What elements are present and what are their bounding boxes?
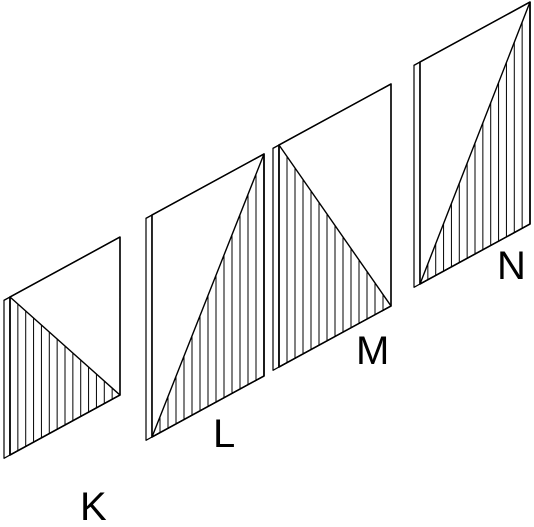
panel-side-face	[145, 214, 153, 441]
hatched-triangle	[427, 22, 523, 280]
panel-label-k: K	[80, 485, 107, 527]
panel-outline	[9, 236, 121, 456]
panel-l	[145, 153, 265, 441]
hatched-triangle	[159, 174, 257, 433]
panel-outline	[278, 83, 392, 368]
hatched-triangle	[286, 156, 384, 363]
panel-side-face	[413, 61, 421, 288]
panels-layer	[3, 1, 531, 459]
panel-k	[3, 236, 121, 459]
hatched-triangle	[17, 304, 113, 451]
panel-label-n: N	[497, 244, 526, 288]
panel-side-face	[3, 296, 11, 459]
panel-outline	[151, 153, 265, 438]
panel-label-m: M	[356, 329, 389, 373]
panel-label-l: L	[213, 412, 235, 456]
panel-m	[272, 83, 392, 371]
panel-outline	[419, 1, 531, 285]
panel-side-face	[272, 144, 280, 371]
panel-n	[413, 1, 531, 288]
